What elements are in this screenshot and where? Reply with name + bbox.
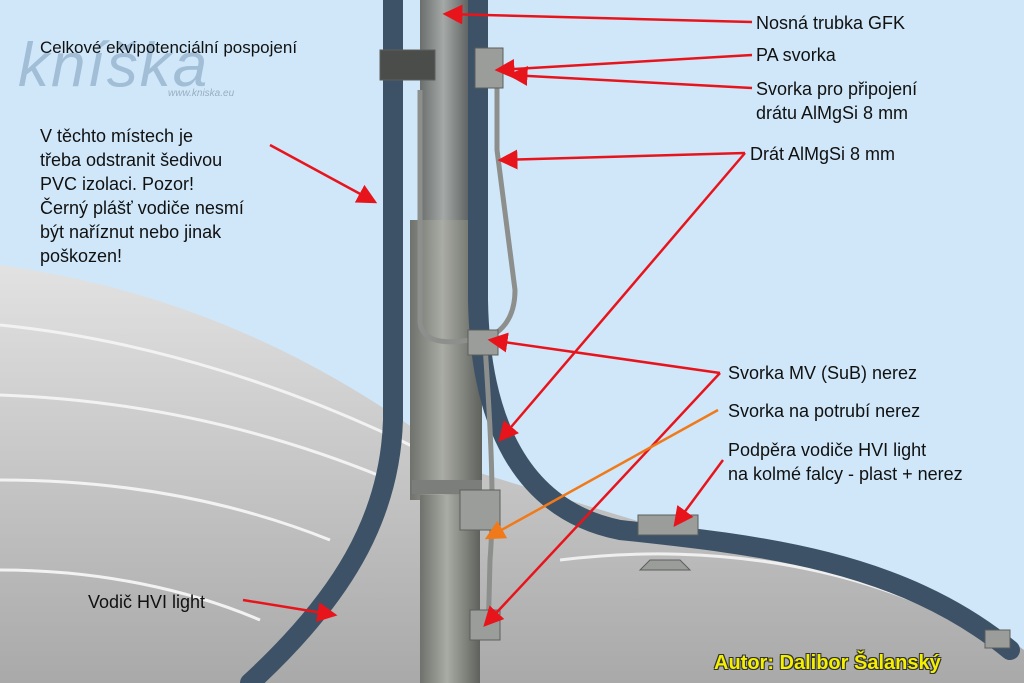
label-nosna-trubka: Nosná trubka GFK xyxy=(756,13,906,33)
kniska-logo: kníška www.kniska.eu xyxy=(10,8,260,100)
label-line: na kolmé falcy - plast + nerez xyxy=(728,464,963,484)
label-line: Svorka pro připojení xyxy=(756,79,918,99)
label-line: Podpěra vodiče HVI light xyxy=(728,440,927,460)
label-pa-svorka: PA svorka xyxy=(756,45,836,65)
left-note: V těchto místech je třeba odstranit šedi… xyxy=(40,124,244,268)
label-drat: Drát AlMgSi 8 mm xyxy=(750,144,896,164)
label-svorka-potrubi: Svorka na potrubí nerez xyxy=(728,401,921,421)
label-svorka-pripojeni: Svorka pro připojení drátu AlMgSi 8 mm xyxy=(756,77,917,125)
logo-word: kníška xyxy=(18,31,210,100)
note-line: poškozen! xyxy=(40,246,123,266)
label-svorka-mv: Svorka MV (SuB) nerez xyxy=(728,363,918,383)
note-line: třeba odstranit šedivou xyxy=(40,150,223,170)
note-line: V těchto místech je xyxy=(40,126,194,146)
label-podpera: Podpěra vodiče HVI light na kolmé falcy … xyxy=(728,438,963,486)
note-line: Černý plášť vodiče nesmí xyxy=(40,198,244,218)
logo-url: www.kniska.eu xyxy=(168,88,235,99)
author-credit: Autor: Dalibor Šalanský xyxy=(714,652,941,674)
label-vodic: Vodič HVI light xyxy=(88,592,206,612)
annotation-arrows xyxy=(242,4,753,627)
diagram-title: Celkové ekvipotenciální pospojení xyxy=(40,38,298,57)
label-line: drátu AlMgSi 8 mm xyxy=(756,103,909,123)
note-line: být naříznut nebo jinak xyxy=(40,222,222,242)
note-line: PVC izolaci. Pozor! xyxy=(40,174,195,194)
roof xyxy=(0,265,1024,683)
